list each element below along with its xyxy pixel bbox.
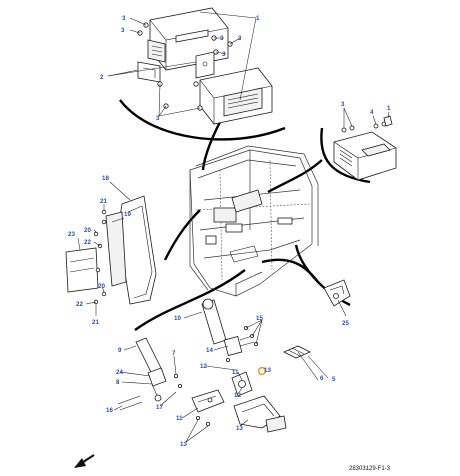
ecu-bracket-left [137,61,161,83]
label-5: 5 [332,376,336,383]
ecu-bracket-right [195,51,215,79]
ecu-leaders [107,11,257,117]
label-3: 3 [156,115,160,122]
sensor-bracket-25 [323,279,351,317]
label-3: 3 [122,15,126,22]
label-13: 13 [180,441,187,448]
label-25: 25 [342,320,349,327]
figure-number: 28303129-F1-3 [349,466,391,472]
label-17: 17 [156,404,163,411]
cab-ecu-cluster [213,207,237,223]
lever-center [201,298,255,357]
label-7: 7 [172,350,176,357]
label-12: 12 [200,363,207,370]
callout-levers [134,269,246,331]
label-3: 3 [220,35,224,42]
cab-sensor-mount [277,217,293,225]
label-10: 10 [174,315,181,322]
label-24: 24 [116,369,123,376]
ecu-group [107,7,273,125]
label-13: 13 [264,367,271,374]
label-9: 9 [118,347,122,354]
label-14: 14 [206,347,213,354]
bracket-11 [191,389,225,413]
label-15: 15 [256,315,263,322]
highlight-ring-7 [257,366,267,376]
lever-left [117,337,167,411]
fasteners-lower [173,325,258,426]
lower-leaders [113,311,329,443]
label-1: 1 [387,105,391,112]
part-labels: 3 3 1 3 3 3 2 3 3 4 1 18 21 19 20 23 22 … [68,15,391,448]
actuator-block [233,395,287,433]
pivot-plate [283,345,311,359]
label-3: 3 [238,35,242,42]
label-4: 4 [370,109,374,116]
callout-controller-stem [267,159,323,194]
label-13: 13 [236,425,243,432]
mount-12 [231,371,253,397]
lever-assembly [113,298,329,443]
label-11: 11 [232,369,239,376]
label-2: 2 [100,74,104,81]
controller-assembly [333,107,397,181]
label-6: 6 [320,375,324,382]
label-20: 20 [84,227,91,234]
label-23: 23 [68,231,75,238]
label-16: 16 [106,407,113,414]
label-18: 18 [102,175,109,182]
callout-ecu-group [119,99,286,141]
label-21: 21 [92,319,99,326]
side-panel-assembly [65,181,157,316]
label-22: 22 [76,301,83,308]
cab-frame [189,145,319,297]
label-19: 19 [124,211,131,218]
label-3: 3 [222,51,226,58]
panel-bracket [105,211,127,287]
callout-lines [119,99,371,331]
label-8: 8 [116,379,120,386]
arrow-down-left-icon [74,454,95,468]
label-1: 1 [256,15,260,22]
label-22: 22 [84,239,91,246]
label-3: 3 [121,27,125,34]
ecu-module-lower [199,67,273,125]
callout-panel [163,209,201,261]
label-3: 3 [341,101,345,108]
label-21: 21 [100,198,107,205]
label-12: 12 [234,392,241,399]
label-20: 20 [98,283,105,290]
label-11: 11 [176,415,183,422]
